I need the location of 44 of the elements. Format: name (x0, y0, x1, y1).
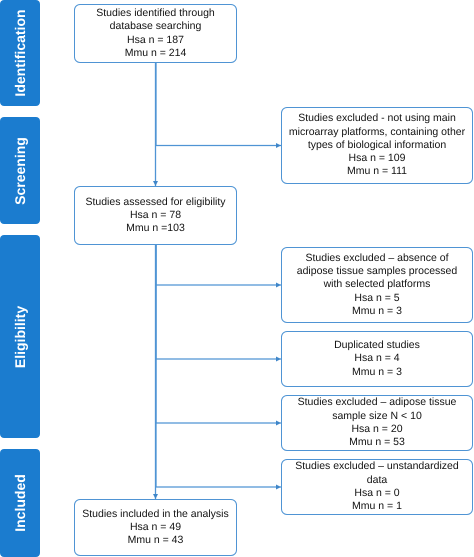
count-text: Mmu n = 3 (352, 366, 402, 379)
box-heading: Studies identified through database searching (95, 6, 216, 34)
count-text: Mmu n = 111 (346, 165, 408, 179)
count-text: Hsa n = 109 (348, 152, 406, 166)
phase-band (0, 235, 40, 438)
phase-label: Screening (12, 136, 28, 204)
arrow (155, 63, 281, 148)
box-heading: Studies excluded - not using main microarray platforms, containing other types of biological information (288, 112, 466, 152)
count-text: Mmu n = 53 (349, 436, 405, 450)
box-heading: Studies excluded – adipose tissue sample size N < 10 (296, 396, 458, 423)
phase-band (0, 0, 40, 106)
count-text: Mmu n = 3 (352, 304, 402, 318)
process-box (281, 395, 473, 451)
box-heading: Duplicated studies (334, 339, 420, 352)
phase-band (0, 117, 40, 224)
count-text: Mmu n = 43 (128, 534, 184, 548)
count-text: Hsa n = 78 (130, 208, 182, 222)
count-text: Hsa n = 49 (130, 520, 182, 534)
process-box (74, 499, 237, 556)
process-box (281, 331, 473, 387)
box-heading: Studies excluded – unstandardized data (294, 460, 460, 487)
count-text: Hsa n = 4 (354, 352, 400, 366)
count-text: Mmu n =103 (126, 222, 185, 236)
arrow (152, 63, 158, 186)
box-heading: Studies excluded – absence of adipose tissue samples processed with selected platforms (296, 252, 458, 292)
count-text: Mmu n = 1 (352, 500, 402, 514)
count-text: Hsa n = 20 (351, 423, 403, 436)
arrow (152, 245, 158, 499)
process-box (281, 107, 473, 184)
phase-label: Included (12, 474, 28, 532)
process-box (74, 4, 237, 63)
box-heading: Studies assessed for eligibility (85, 196, 226, 209)
phase-label: Eligibility (12, 305, 28, 368)
box-heading: Studies included in the analysis (82, 508, 229, 521)
count-text: Hsa n = 0 (354, 487, 400, 500)
count-text: Hsa n = 187 (127, 34, 184, 47)
count-text: Hsa n = 5 (354, 292, 400, 305)
arrow (155, 245, 281, 490)
process-box (74, 186, 237, 245)
phase-band (0, 449, 40, 557)
phase-label: Identification (12, 9, 28, 97)
count-text: Mmu n = 214 (124, 46, 186, 60)
process-box (281, 459, 473, 515)
process-box (281, 247, 473, 323)
